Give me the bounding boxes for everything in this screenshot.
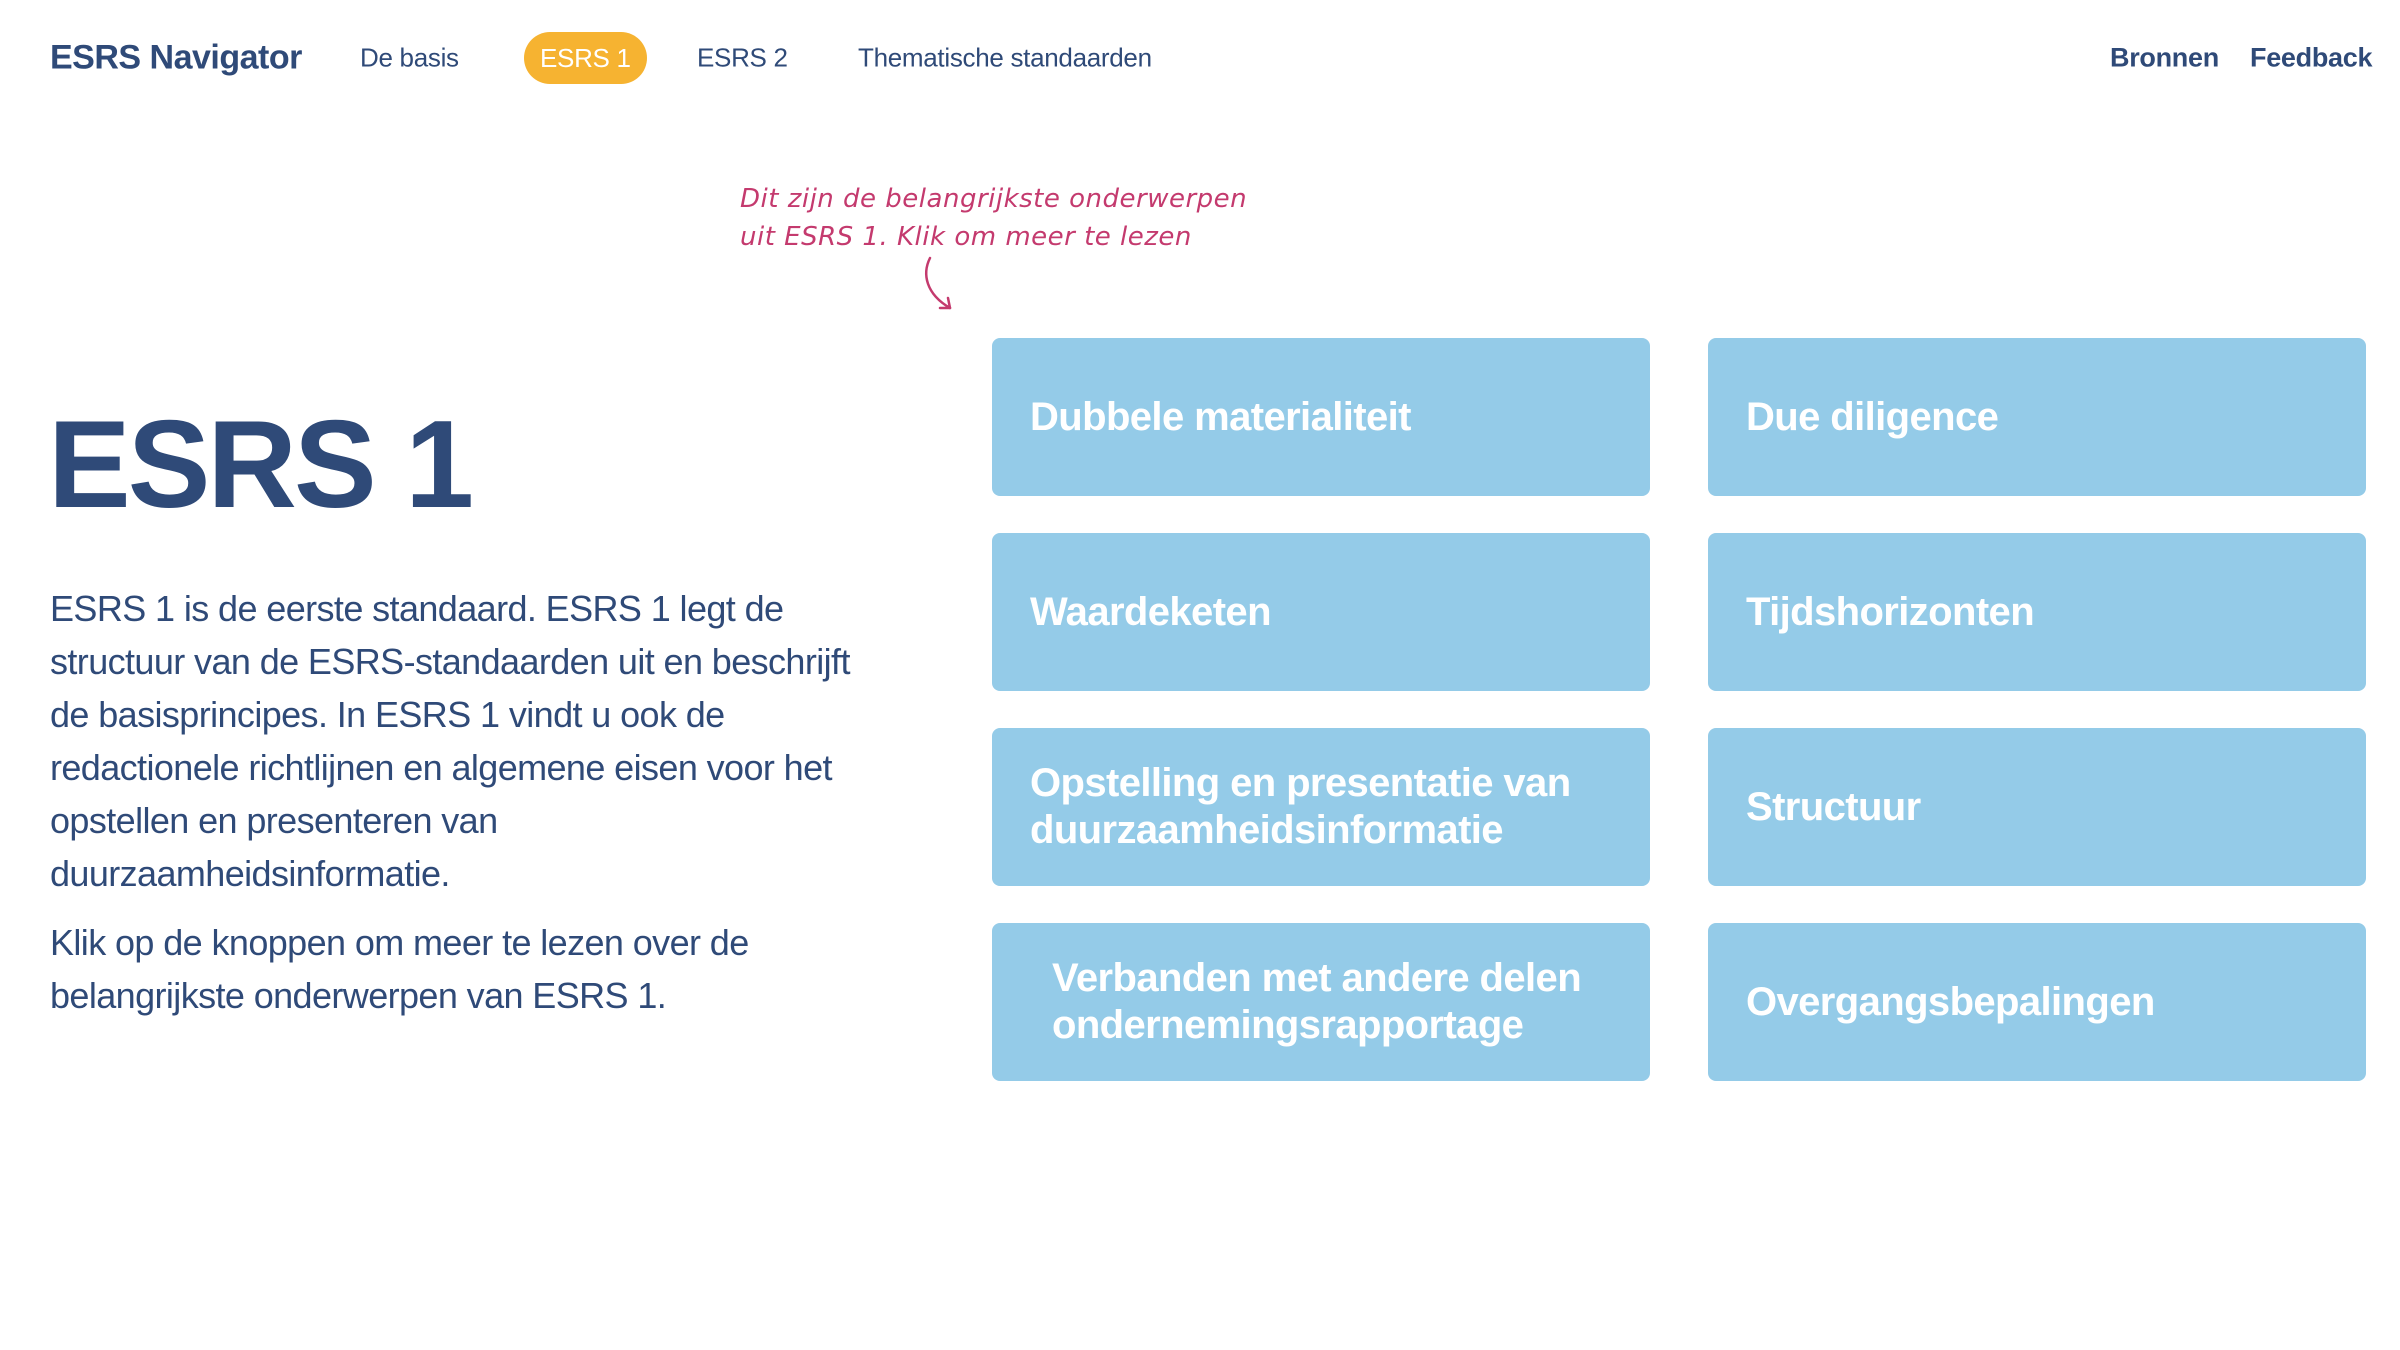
topic-button-dubbele-materialiteit[interactable]: Dubbele materialiteit (992, 338, 1650, 496)
nav-item-esrs-1[interactable]: ESRS 1 (524, 32, 647, 84)
nav-item-esrs-2[interactable]: ESRS 2 (697, 42, 788, 73)
topic-button-waardeketen[interactable]: Waardeketen (992, 533, 1650, 691)
top-navigation: ESRS Navigator De basis ESRS 1 ESRS 2 Th… (0, 0, 2400, 120)
nav-item-thematische-standaarden[interactable]: Thematische standaarden (858, 42, 1152, 73)
topic-label: Overgangsbepalingen (1746, 979, 2155, 1024)
topic-label: Tijdshorizonten (1746, 589, 2035, 634)
intro-text: ESRS 1 is de eerste standaard. ESRS 1 le… (50, 582, 870, 1038)
annotation-line-2: uit ESRS 1. Klik om meer te lezen (740, 222, 1192, 252)
nav-link-feedback[interactable]: Feedback (2250, 42, 2373, 73)
topic-label: Due diligence (1746, 394, 1999, 439)
topic-label: Waardeketen (1030, 589, 1272, 634)
topic-button-overgangsbepalingen[interactable]: Overgangsbepalingen (1708, 923, 2366, 1081)
nav-item-de-basis[interactable]: De basis (360, 42, 459, 73)
topic-button-verbanden[interactable]: Verbanden met andere delen ondernemingsr… (992, 923, 1650, 1081)
topic-button-due-diligence[interactable]: Due diligence (1708, 338, 2366, 496)
topic-label: Verbanden met andere delen ondernemingsr… (1052, 956, 1582, 1047)
topic-button-structuur[interactable]: Structuur (1708, 728, 2366, 886)
topic-label: Dubbele materialiteit (1030, 394, 1411, 439)
topic-button-tijdshorizonten[interactable]: Tijdshorizonten (1708, 533, 2366, 691)
handwritten-annotation: Dit zijn de belangrijkste onderwerpen ui… (740, 180, 1247, 256)
topic-button-opstelling-en-presentatie[interactable]: Opstelling en presentatie van duurzaamhe… (992, 728, 1650, 886)
intro-paragraph-2: Klik op de knoppen om meer te lezen over… (50, 922, 749, 1016)
nav-link-bronnen[interactable]: Bronnen (2110, 42, 2219, 73)
annotation-line-1: Dit zijn de belangrijkste onderwerpen (740, 184, 1248, 214)
page-title: ESRS 1 (48, 396, 474, 535)
intro-paragraph-1: ESRS 1 is de eerste standaard. ESRS 1 le… (50, 588, 850, 894)
brand-logo-link[interactable]: ESRS Navigator (50, 38, 302, 77)
curved-arrow-icon (925, 256, 952, 310)
topic-label: Opstelling en presentatie van duurzaamhe… (1030, 761, 1571, 852)
topic-label: Structuur (1746, 784, 1921, 829)
